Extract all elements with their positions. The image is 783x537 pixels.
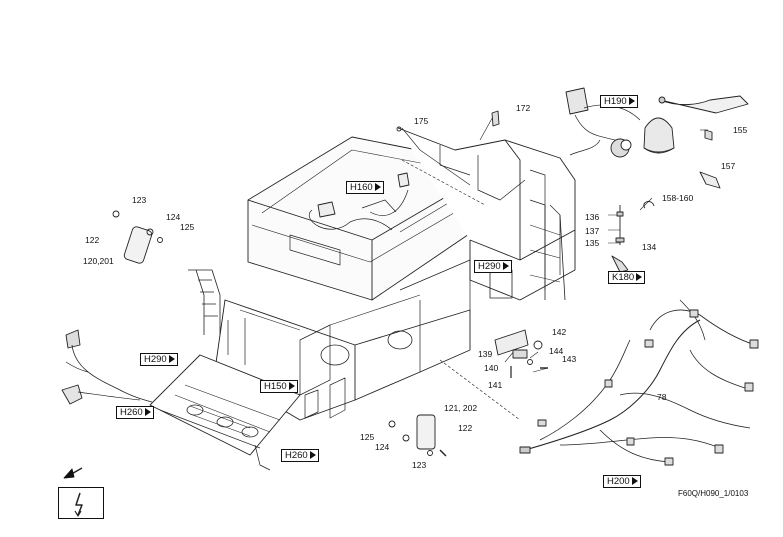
part-number-120-201: 120,201 [83,256,114,266]
reference-label: H160 [350,182,373,193]
part-number-175: 175 [414,116,429,126]
arrow-right-icon [168,355,175,364]
electrical-lightning-icon [74,492,83,517]
reference-H260-left[interactable]: H260 [116,406,154,419]
reference-label: H260 [120,407,143,418]
roof-lamps [309,110,500,231]
part-number-125-bottom: 125 [360,432,375,442]
part-number-140: 140 [484,363,499,373]
arrow-right-icon [374,183,381,192]
drawing-code: F60Q/H090_1/0103 [678,489,749,498]
reference-label: H290 [144,354,167,365]
arrow-right-icon [502,262,509,271]
part-number-123-bottom: 123 [412,460,427,470]
arrow-right-icon [288,382,295,391]
reference-H290-lower[interactable]: H290 [140,353,178,366]
reference-label: K180 [612,272,635,283]
arrow-right-icon [628,97,635,106]
reference-label: H290 [478,261,501,272]
reference-label: H200 [607,476,630,487]
lower-lamp-assembly [388,414,447,457]
part-number-157: 157 [721,161,736,171]
part-number-143: 143 [562,354,577,364]
part-number-172: 172 [516,103,531,113]
part-number-123-top: 123 [132,195,147,205]
part-number-135: 135 [585,238,600,248]
electrical-symbol-frame [58,487,104,519]
left-wiring-harness [61,329,153,405]
part-number-139: 139 [478,349,493,359]
part-number-158-160: 158-160 [662,193,694,203]
machine-body [149,127,576,471]
reference-label: H190 [604,96,627,107]
sensor-kit [611,205,629,273]
reference-label: H260 [285,450,308,461]
bracket-assembly [494,329,548,378]
reference-label: H150 [264,381,287,392]
reference-K180[interactable]: K180 [608,271,646,284]
arrow-right-icon [309,451,316,460]
part-number-142: 142 [552,327,567,337]
beacon-kit [565,87,749,209]
reference-H260-center[interactable]: H260 [281,449,319,462]
part-number-144: 144 [549,346,564,356]
arrow-right-icon [636,273,643,282]
part-number-134: 134 [642,242,657,252]
part-number-122-bottom: 122 [458,423,473,433]
right-wiring-harness [519,299,759,466]
part-number-125-top: 125 [180,222,195,232]
part-number-136: 136 [585,212,600,222]
direction-arrow-icon [63,467,83,479]
leader-lines [401,112,708,421]
part-number-137: 137 [585,226,600,236]
reference-H190[interactable]: H190 [600,95,638,108]
reference-H150[interactable]: H150 [260,380,298,393]
arrow-right-icon [631,477,638,486]
left-lamp-assembly [112,210,163,264]
part-number-124-top: 124 [166,212,181,222]
part-number-78: 78 [657,392,667,402]
part-number-122-top: 122 [85,235,100,245]
part-number-124-bottom: 124 [375,442,390,452]
part-number-155: 155 [733,125,748,135]
reference-H160[interactable]: H160 [346,181,384,194]
part-number-121-202: 121, 202 [444,403,478,413]
reference-H290-upper[interactable]: H290 [474,260,512,273]
part-number-141: 141 [488,380,503,390]
arrow-right-icon [144,408,151,417]
reference-H200[interactable]: H200 [603,475,641,488]
